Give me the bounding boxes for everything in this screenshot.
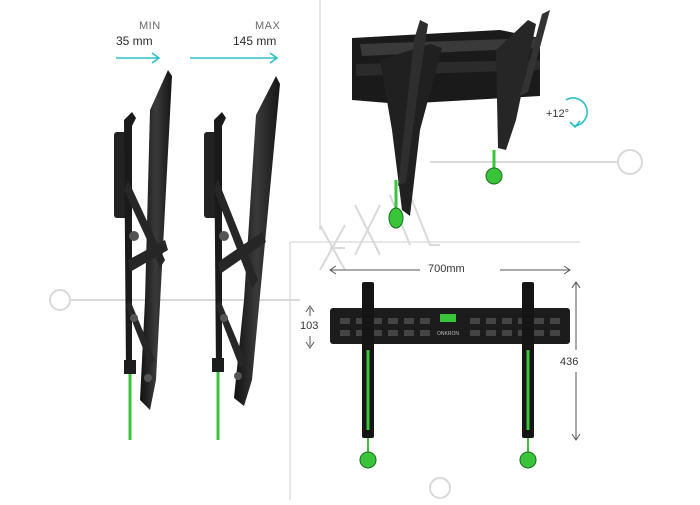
min-depth-label: 35 mm xyxy=(116,34,153,48)
min-caption: MIN xyxy=(139,20,161,32)
side-view-min xyxy=(114,70,172,440)
max-depth-label: 145 mm xyxy=(233,34,277,48)
guide-lines xyxy=(289,0,580,500)
max-caption: MAX xyxy=(255,20,281,32)
tilt-angle-label: +12° xyxy=(546,108,570,120)
plate-logo-text: ONKRON xyxy=(437,331,459,337)
perspective-view xyxy=(352,10,588,229)
depth-arrows xyxy=(116,52,279,64)
width-dimension-label: 700mm xyxy=(428,263,465,275)
side-view-max xyxy=(204,76,280,440)
total-height-label: 436 xyxy=(560,356,579,368)
watermark-logo xyxy=(49,149,643,499)
front-view: ONKRON xyxy=(305,265,581,469)
rail-height-label: 103 xyxy=(300,320,319,332)
